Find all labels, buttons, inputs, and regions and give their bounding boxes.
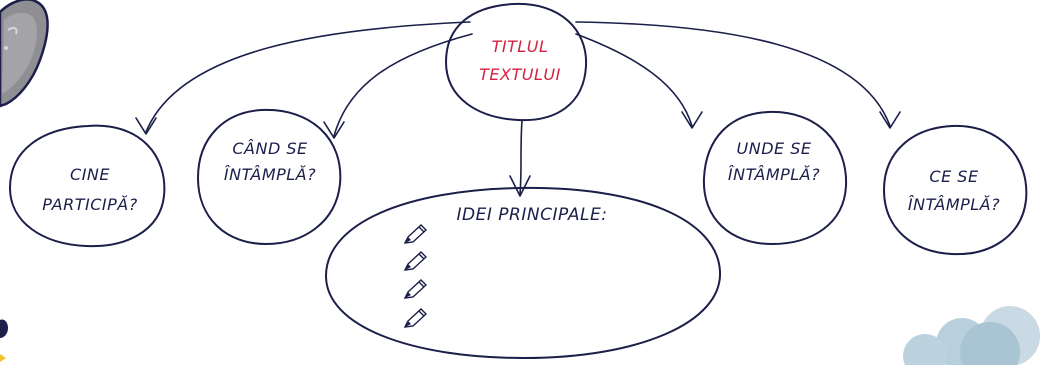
connectors <box>135 21 901 197</box>
node-where-line2: ÎNTÂMPLĂ? <box>728 165 820 184</box>
arrow-to-who <box>145 21 471 133</box>
root-node: TITLUL TEXTULUI <box>445 2 588 122</box>
arrowhead-who <box>135 117 157 135</box>
arrow-to-when <box>333 33 473 137</box>
main-ideas-node: IDEI PRINCIPALE: <box>325 186 722 359</box>
arrow-to-what <box>575 21 891 127</box>
arrow-to-where <box>575 33 693 127</box>
pencil-icon <box>403 251 428 271</box>
stone-illustration <box>0 0 49 108</box>
node-when-line1: CÂND SE <box>232 139 308 158</box>
root-title-line1: TITLUL <box>492 37 549 56</box>
pencil-icon <box>403 224 428 244</box>
arrowhead-what <box>879 111 901 129</box>
node-where: UNDE SE ÎNTÂMPLĂ? <box>702 110 848 245</box>
node-who-outline <box>9 124 166 248</box>
root-node-outline <box>445 2 588 122</box>
arrowhead-where <box>681 111 703 129</box>
node-when-outline <box>197 108 342 245</box>
pencil-icon <box>403 308 428 328</box>
node-what-line1: CE SE <box>929 167 979 186</box>
node-who-line1: CINE <box>70 165 110 184</box>
main-ideas-outline <box>325 186 722 359</box>
arrowhead-when <box>323 121 345 139</box>
main-ideas-heading: IDEI PRINCIPALE: <box>457 205 608 225</box>
root-title-line2: TEXTULUI <box>479 65 561 84</box>
arrowhead-main-ideas <box>509 175 531 197</box>
arrow-to-main-ideas <box>519 119 523 195</box>
edge-yellow-mark <box>0 354 6 362</box>
node-what: CE SE ÎNTÂMPLĂ? <box>883 124 1028 256</box>
node-who: CINE PARTICIPĂ? <box>9 124 166 248</box>
pencil-icon <box>403 279 428 299</box>
node-what-outline <box>883 124 1028 256</box>
node-when: CÂND SE ÎNTÂMPLĂ? <box>197 108 342 245</box>
edge-mark <box>0 319 8 338</box>
node-where-outline <box>702 110 848 245</box>
node-where-line1: UNDE SE <box>737 139 812 158</box>
cloud-illustration <box>903 306 1040 365</box>
node-who-line2: PARTICIPĂ? <box>42 195 137 214</box>
node-what-line2: ÎNTÂMPLĂ? <box>908 195 1000 214</box>
node-when-line2: ÎNTÂMPLĂ? <box>224 165 316 184</box>
